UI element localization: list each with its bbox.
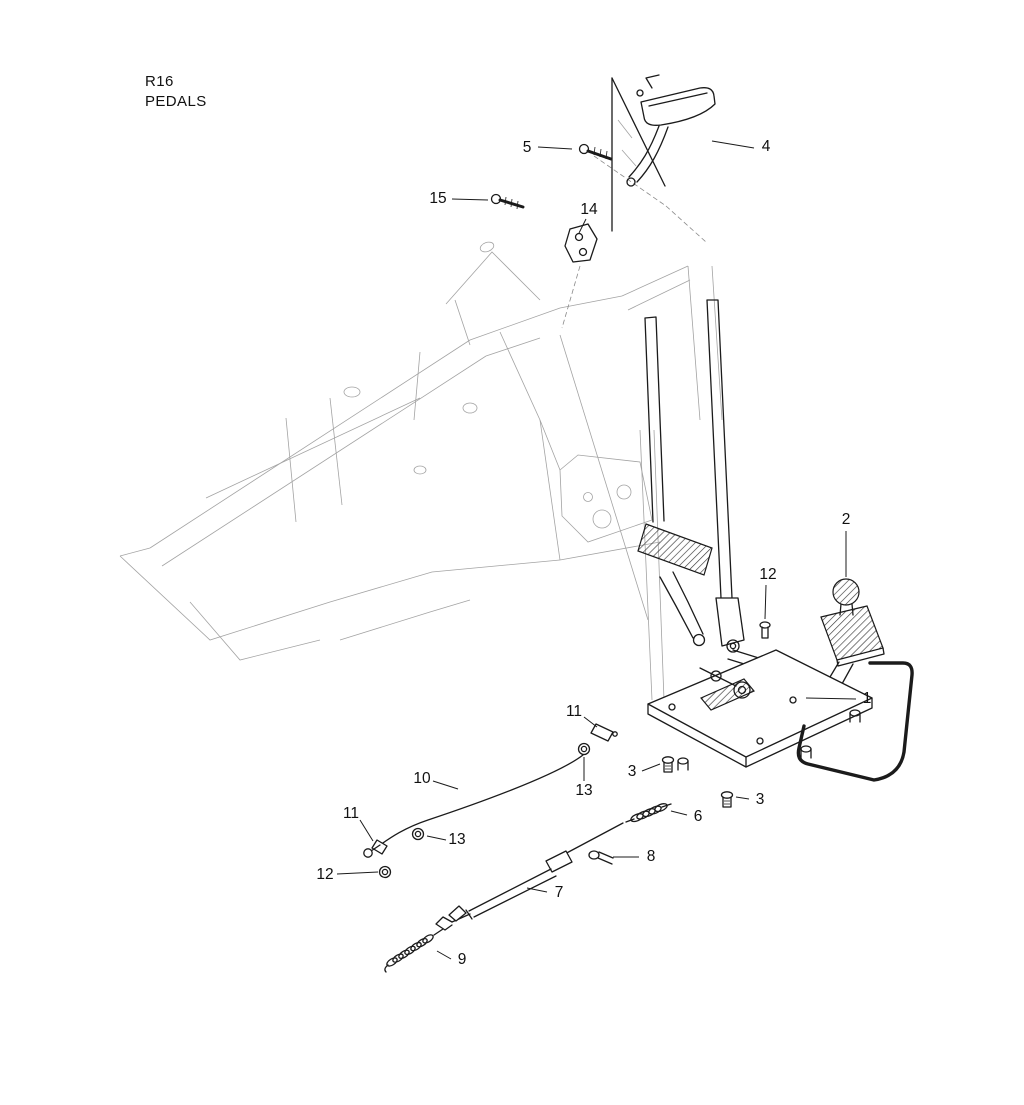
callout-3-right: 3 (756, 791, 765, 808)
construction-lines (561, 155, 707, 329)
callout-5: 5 (523, 139, 532, 156)
callout-14: 14 (580, 201, 598, 218)
chassis-frame-sketch (119, 119, 723, 701)
callout-11-upper: 11 (566, 703, 582, 720)
cable-10-drawing (363, 723, 618, 879)
callout-12-upper: 12 (759, 566, 776, 583)
spring-9-drawing (384, 928, 444, 973)
callout-1: 1 (863, 690, 872, 707)
pedal-arms-drawing (637, 299, 776, 673)
callout-13-upper: 13 (575, 782, 592, 799)
callout-2: 2 (842, 511, 851, 528)
callout-8: 8 (647, 848, 656, 865)
drawing-model-code: R16 (145, 73, 174, 90)
knob-and-pad-drawing (817, 578, 885, 707)
fasteners-drawing (661, 621, 771, 808)
bolt-5-drawing (578, 143, 613, 161)
callout-3-left: 3 (628, 763, 637, 780)
guard-rod-drawing (796, 661, 914, 782)
callout-10: 10 (413, 770, 431, 787)
callout-labels: 5 4 15 14 2 12 1 11 3 10 13 3 6 11 13 8 … (316, 138, 871, 968)
callout-7: 7 (555, 884, 564, 901)
clip-8-drawing (588, 850, 614, 865)
callout-12-lower: 12 (316, 866, 333, 883)
callout-15: 15 (429, 190, 446, 207)
bracket-14-drawing (564, 223, 598, 263)
callout-4: 4 (762, 138, 771, 155)
callout-13-lower: 13 (448, 831, 465, 848)
spring-6-drawing (625, 803, 672, 823)
callout-6: 6 (694, 808, 703, 825)
base-plate-drawing (647, 649, 873, 771)
drawing-title: PEDALS (145, 93, 207, 110)
callout-9: 9 (458, 951, 467, 968)
cable-7-drawing (435, 822, 624, 931)
top-pedal-drawing (611, 74, 716, 232)
callout-11-lower: 11 (343, 805, 359, 822)
leader-lines (336, 140, 857, 960)
bolt-15-drawing (490, 193, 525, 210)
